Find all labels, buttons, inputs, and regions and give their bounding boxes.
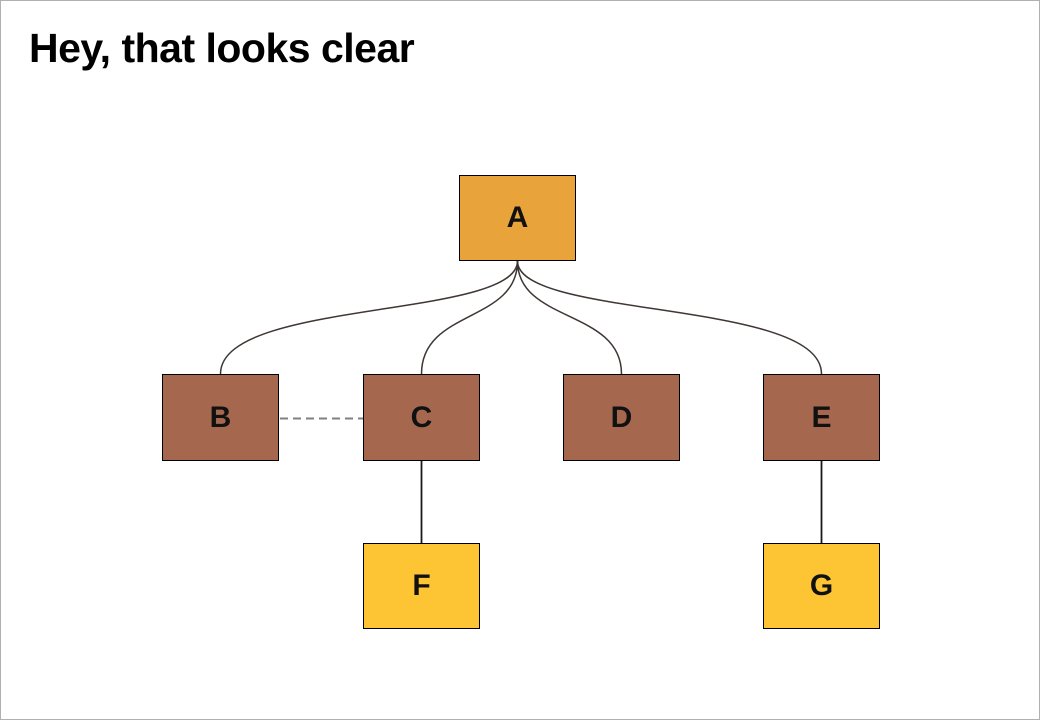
- node-D: D: [563, 374, 680, 461]
- edge-a-e: [516, 260, 823, 375]
- node-G-label: G: [809, 569, 834, 602]
- page-title: Hey, that looks clear: [29, 25, 415, 71]
- node-A: A: [459, 175, 576, 261]
- node-B-label: B: [209, 400, 232, 434]
- node-C: C: [363, 374, 480, 461]
- node-G: G: [763, 543, 880, 629]
- node-F: F: [363, 543, 480, 629]
- node-C-label: C: [410, 400, 433, 434]
- edge-a-c: [420, 260, 519, 375]
- node-E: E: [763, 374, 880, 461]
- edge-a-d: [516, 260, 623, 375]
- edge-a-b: [219, 260, 519, 375]
- node-F-label: F: [412, 569, 431, 602]
- node-E-label: E: [811, 400, 832, 434]
- node-A-label: A: [506, 201, 529, 234]
- node-B: B: [162, 374, 279, 461]
- node-D-label: D: [610, 400, 633, 434]
